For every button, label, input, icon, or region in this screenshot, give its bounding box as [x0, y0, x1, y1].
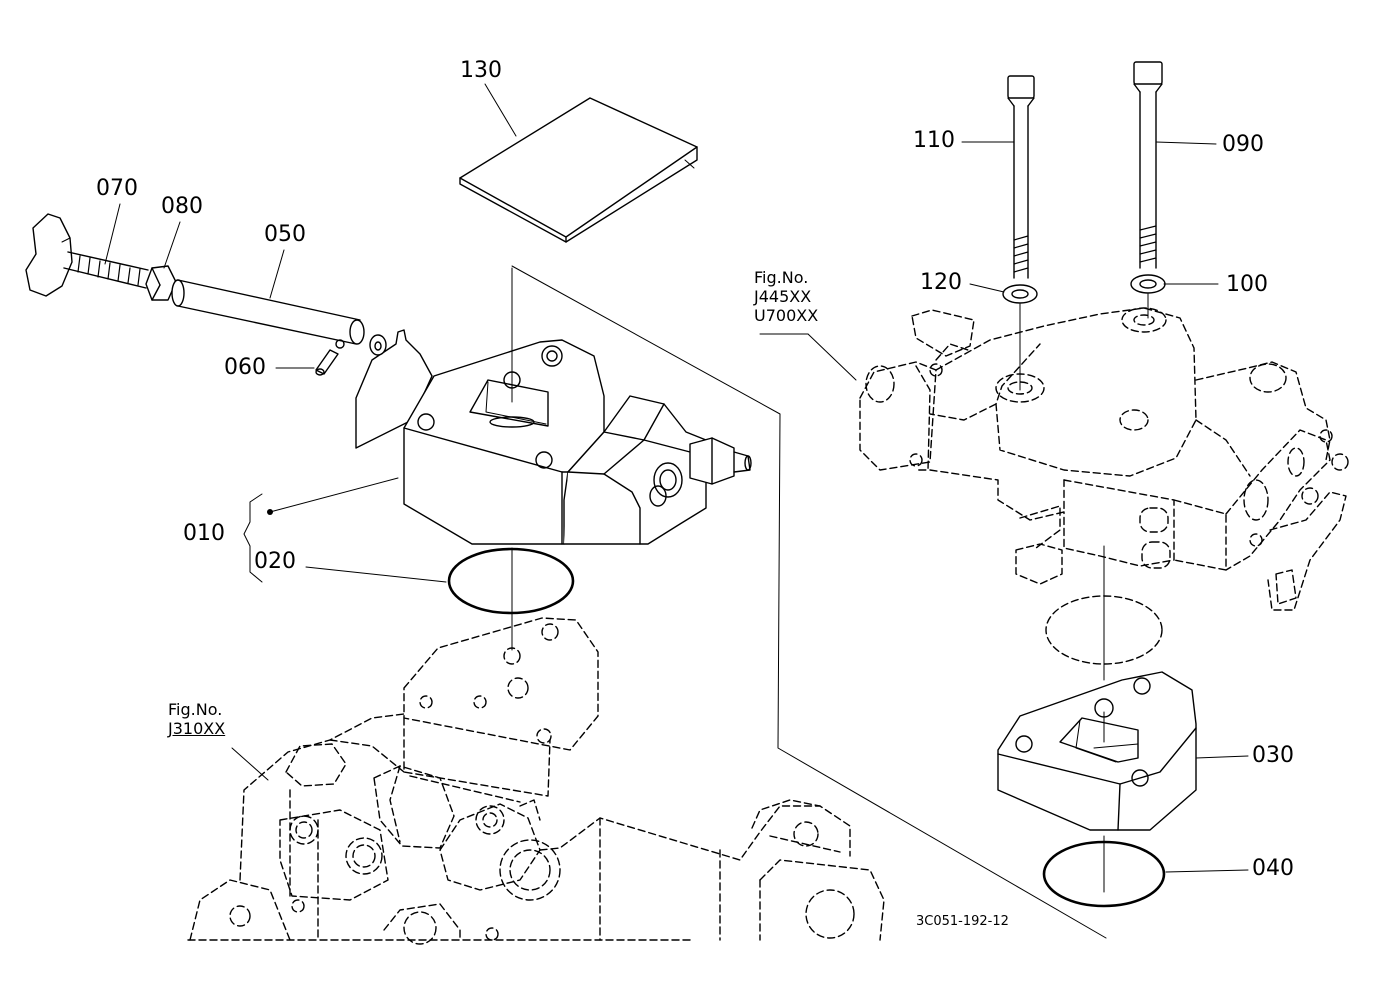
leader-070	[104, 203, 121, 265]
part-100-washer	[1130, 274, 1166, 294]
leader-120	[969, 283, 1005, 293]
fig-ref-title: Fig.No.	[754, 268, 809, 287]
part-050-rod	[171, 279, 365, 349]
part-110-bolt	[1007, 75, 1035, 279]
part-060-pin	[315, 349, 339, 376]
ref-valve-assembly-j445xx	[859, 307, 1349, 611]
callout-070: 070	[96, 176, 138, 201]
leader-j445xx	[807, 333, 857, 381]
callout-080: 080	[161, 194, 203, 219]
leader-020	[305, 566, 447, 583]
leader-090	[1155, 141, 1217, 145]
assembly-link-line	[511, 265, 1107, 939]
fig-ref-line: U700XX	[754, 306, 819, 326]
part-020-o-ring	[447, 547, 575, 615]
callout-100: 100	[1226, 272, 1268, 297]
callout-010: 010	[183, 521, 225, 546]
leader-010	[269, 477, 399, 513]
callout-120: 120	[920, 270, 962, 295]
leader-j310xx	[231, 747, 269, 781]
part-010-valve-body	[355, 267, 752, 545]
drawing-code: 3C051-192-12	[916, 914, 1009, 929]
leader-130	[484, 83, 517, 137]
part-120-washer	[1002, 284, 1038, 304]
leader-050	[269, 249, 285, 299]
callout-130: 130	[460, 58, 502, 83]
callout-050: 050	[264, 222, 306, 247]
part-080-nut	[145, 265, 177, 301]
callout-020: 020	[254, 549, 296, 574]
leader-030	[1195, 755, 1249, 759]
ref-housing-j310xx	[187, 617, 885, 945]
fig-ref-j445xx: Fig.No. J445XX U700XX	[754, 268, 818, 326]
part-090-bolt	[1133, 61, 1163, 269]
ref-o-ring-right	[1045, 595, 1163, 665]
callout-060: 060	[224, 355, 266, 380]
fig-ref-line: J310XX	[168, 719, 226, 739]
part-030-plate	[997, 671, 1197, 831]
part-070-knob-bolt	[25, 213, 149, 297]
callout-040: 040	[1252, 856, 1294, 881]
leader-080	[163, 221, 181, 269]
fig-ref-j310xx: Fig.No. J310XX	[168, 700, 225, 738]
fig-ref-title: Fig.No.	[168, 700, 223, 719]
bracket-010-020	[243, 493, 263, 583]
callout-110: 110	[913, 128, 955, 153]
leader-040	[1165, 869, 1249, 873]
fig-ref-line: J445XX	[754, 287, 812, 307]
callout-030: 030	[1252, 743, 1294, 768]
callout-090: 090	[1222, 132, 1264, 157]
part-130-booklet	[459, 97, 698, 243]
